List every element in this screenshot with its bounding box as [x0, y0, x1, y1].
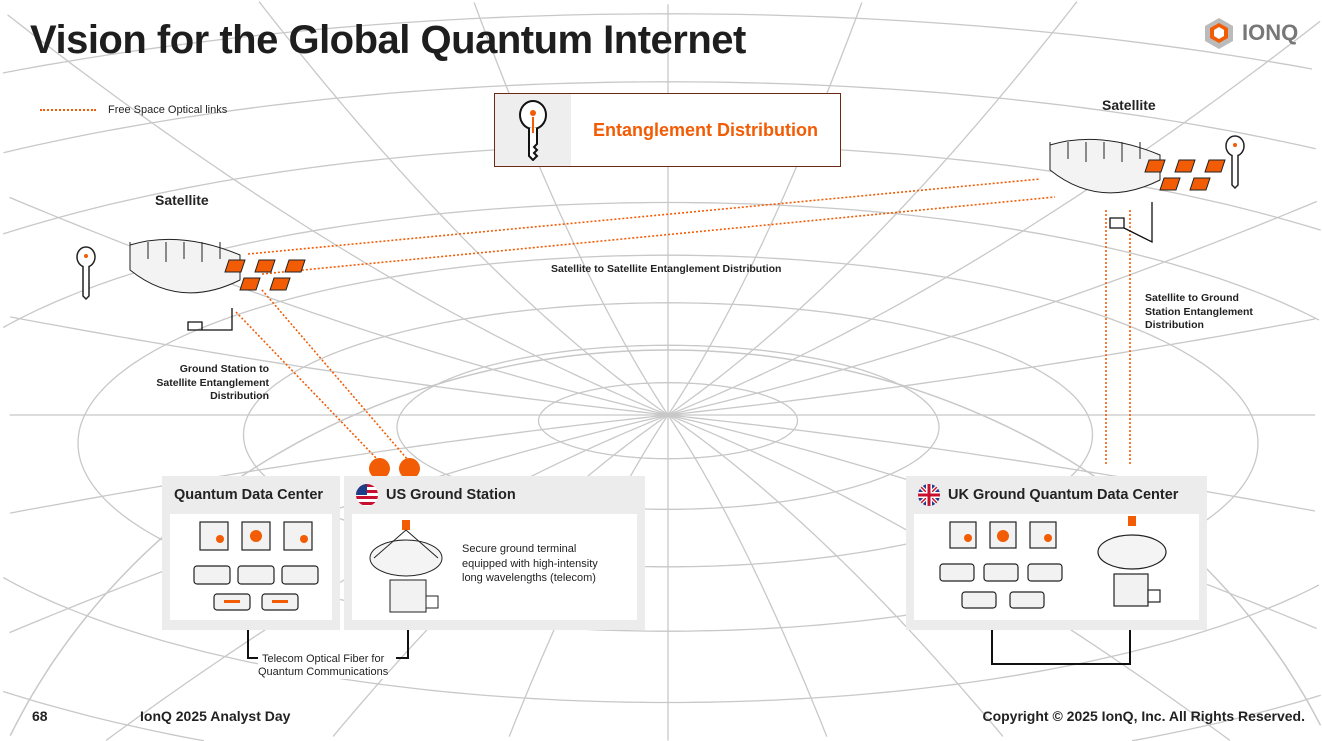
satellite-right	[1049, 138, 1161, 194]
solar-panel	[284, 259, 306, 273]
meridian-line	[7, 14, 669, 416]
page-title: Vision for the Global Quantum Internet	[30, 18, 746, 62]
ionq-logo-icon	[1205, 18, 1233, 49]
description-line: long wavelengths (telecom)	[462, 572, 596, 584]
panel-title: US Ground Station	[386, 487, 516, 503]
key-icon	[84, 254, 88, 258]
latitude-line	[242, 302, 1094, 568]
ground-link-node	[187, 308, 233, 331]
footer-copyright: Copyright © 2025 IonQ, Inc. All Rights R…	[982, 708, 1305, 724]
solar-panel	[1159, 177, 1181, 191]
solar-panel	[269, 277, 291, 291]
key-icon	[1233, 143, 1237, 147]
latitude-line	[2, 13, 1313, 74]
ionq-logo: IONQ	[1202, 16, 1298, 50]
footer-event: IonQ 2025 Analyst Day	[140, 708, 291, 724]
sat-to-sat-link	[261, 196, 1056, 275]
meridian-line	[10, 316, 669, 416]
fiber-connector	[991, 615, 1131, 665]
latitude-line	[3, 81, 1316, 154]
panel-title: Quantum Data Center	[174, 487, 324, 503]
meridian-line	[9, 196, 669, 416]
description-line: Secure ground terminal	[462, 543, 577, 555]
satellite-right-label: Satellite	[1102, 97, 1156, 113]
entanglement-distribution-box: Entanglement Distribution	[494, 93, 841, 167]
meridian-line	[667, 2, 863, 416]
key-icon	[519, 100, 547, 161]
dotted-line-swatch	[40, 109, 96, 111]
uk-ground-data-center-panel: UK Ground Quantum Data Center	[906, 476, 1207, 630]
sat-to-sat-link	[247, 178, 1041, 255]
meridian-line	[258, 1, 669, 416]
solar-panel	[1189, 177, 1211, 191]
meridian-line	[667, 414, 828, 737]
solar-panel	[1174, 159, 1196, 173]
description-line: equipped with high-intensity	[462, 557, 598, 570]
quantum-computer-icons	[193, 521, 319, 611]
latitude-line	[396, 344, 940, 510]
label-line: Distribution	[210, 390, 269, 402]
label-line: Quantum Communications	[258, 666, 389, 678]
meridian-line	[667, 1, 1078, 416]
meridian-line	[10, 414, 669, 514]
key-icon	[1231, 155, 1239, 190]
solar-panel	[239, 277, 261, 291]
legend: Free Space Optical links	[40, 104, 227, 116]
label-line: Satellite Entanglement	[156, 376, 269, 389]
solar-panel	[1204, 159, 1226, 173]
uk-facility-icons	[939, 516, 1167, 609]
page-number: 68	[32, 708, 48, 724]
key-icon	[82, 266, 90, 301]
ground-link-node	[1109, 202, 1153, 244]
meridian-line	[667, 20, 1321, 416]
quantum-data-center-panel: Quantum Data Center	[162, 476, 340, 630]
ionq-logo-text: IONQ	[1242, 20, 1299, 45]
link-endpoint-dot	[369, 458, 390, 479]
satellite-left	[129, 238, 241, 294]
meridian-line	[667, 414, 1004, 737]
us-flag-icon	[356, 484, 378, 506]
qdc-illustration	[170, 514, 332, 620]
meridian-line	[667, 200, 1317, 416]
solar-panel	[224, 259, 246, 273]
panel-title: UK Ground Quantum Data Center	[948, 487, 1179, 503]
label-line: Distribution	[1145, 319, 1204, 331]
link-endpoint-dot	[399, 458, 420, 479]
us-ground-station-panel: US Ground Station Secure ground terminal…	[344, 476, 645, 630]
solar-panel	[1144, 159, 1166, 173]
entanglement-distribution-label: Entanglement Distribution	[593, 119, 818, 140]
sat-to-sat-label: Satellite to Satellite Entanglement Dist…	[551, 263, 782, 275]
label-line: Station Entanglement	[1145, 305, 1253, 318]
label-line: Ground Station to	[179, 363, 269, 375]
satellite-dish-icon	[369, 520, 443, 613]
solar-panel	[254, 259, 276, 273]
uk-flag-icon	[918, 484, 940, 506]
label-line: Telecom Optical Fiber for	[261, 653, 385, 665]
us-station-description: Secure ground terminal equipped with high…	[462, 542, 598, 586]
label-line: Satellite to Ground	[1145, 292, 1239, 304]
ground-to-sat-link	[261, 289, 409, 461]
legend-label: Free Space Optical links	[108, 104, 228, 116]
satellite-left-label: Satellite	[155, 192, 209, 208]
meridian-line	[667, 318, 1316, 416]
